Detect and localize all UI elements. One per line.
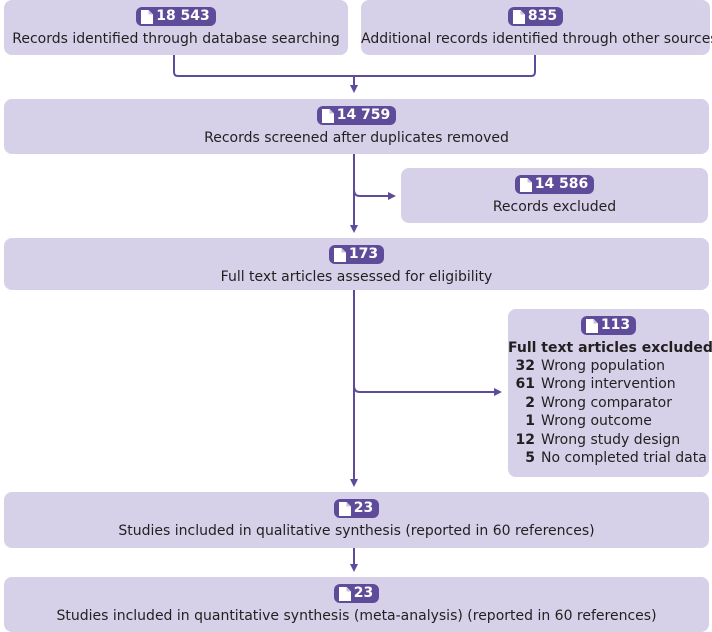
box-label: Records excluded <box>492 198 617 215</box>
arrow-to-excluded <box>353 189 396 200</box>
box-label: Additional records identified through ot… <box>361 30 712 47</box>
count-badge: 14 759 <box>316 106 397 125</box>
count-badge: 23 <box>333 499 380 518</box>
count-value: 23 <box>353 585 374 601</box>
reason-count: 1 <box>525 413 535 429</box>
box-label: Records screened after duplicates remove… <box>204 129 509 146</box>
connector-merge <box>173 55 536 77</box>
box-label: Studies included in qualitative synthesi… <box>118 522 595 539</box>
document-icon <box>321 108 334 123</box>
count-badge: 18 543 <box>136 7 216 26</box>
document-icon <box>141 9 154 24</box>
count-badge: 113 <box>580 316 637 335</box>
box-label: Full text articles assessed for eligibil… <box>220 268 493 285</box>
count-badge: 23 <box>333 584 380 603</box>
document-icon <box>338 501 351 516</box>
list-item: 61 Wrong intervention <box>515 375 709 394</box>
reason-count: 5 <box>525 450 535 466</box>
count-value: 23 <box>353 500 374 516</box>
count-value: 113 <box>600 317 631 333</box>
reason-text: No completed trial data <box>541 450 707 466</box>
count-value: 173 <box>348 246 379 262</box>
reason-count: 2 <box>525 394 535 411</box>
reason-text: Wrong study design <box>541 431 681 448</box>
count-value: 14 586 <box>534 176 589 192</box>
document-icon <box>585 318 598 333</box>
box-database-search: 18 543 Records identified through databa… <box>4 0 348 55</box>
reason-text: Wrong population <box>541 357 665 374</box>
document-icon <box>512 9 525 24</box>
box-label: Records identified through database sear… <box>12 30 340 47</box>
box-full-text-assessed: 173 Full text articles assessed for elig… <box>4 238 709 290</box>
reason-count: 32 <box>515 357 535 374</box>
count-value: 835 <box>527 8 558 24</box>
count-value: 18 543 <box>156 8 210 24</box>
reason-text: Wrong comparator <box>541 394 672 411</box>
list-item: 12 Wrong study design <box>515 431 709 450</box>
count-badge: 14 586 <box>514 175 595 194</box>
box-screened: 14 759 Records screened after duplicates… <box>4 99 709 154</box>
list-item: 1 Wrong outcome <box>515 412 709 431</box>
reason-text: Wrong outcome <box>541 413 652 429</box>
reason-text: Wrong intervention <box>541 376 676 392</box>
box-qualitative-synthesis: 23 Studies included in qualitative synth… <box>4 492 709 548</box>
document-icon <box>333 247 346 262</box>
box-label: Studies included in quantitative synthes… <box>56 607 657 624</box>
box-label: Full text articles excluded <box>508 339 712 356</box>
count-badge: 173 <box>328 245 385 264</box>
reason-count: 61 <box>515 376 535 392</box>
list-item: 5 No completed trial data <box>515 449 709 468</box>
count-value: 14 759 <box>336 107 391 123</box>
document-icon <box>338 586 351 601</box>
arrow-to-ft-excluded <box>353 385 502 396</box>
list-item: 32 Wrong population <box>515 357 709 376</box>
count-badge: 835 <box>507 7 564 26</box>
box-other-sources: 835 Additional records identified throug… <box>361 0 712 55</box>
list-item: 2 Wrong comparator <box>515 394 709 413</box>
reason-count: 12 <box>515 431 535 448</box>
box-quantitative-synthesis: 23 Studies included in quantitative synt… <box>4 577 709 632</box>
document-icon <box>519 177 532 192</box>
box-records-excluded: 14 586 Records excluded <box>401 168 708 223</box>
